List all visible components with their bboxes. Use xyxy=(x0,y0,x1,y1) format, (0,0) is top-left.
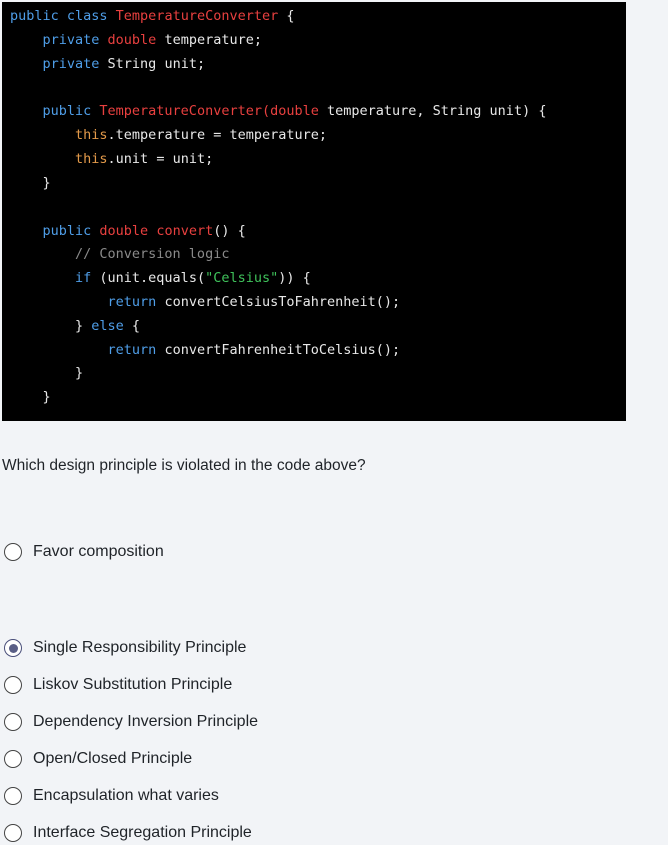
code-line: private double temperature; xyxy=(10,30,263,50)
code-token: .unit = unit; xyxy=(107,151,214,167)
radio-button[interactable] xyxy=(4,750,22,768)
code-token: } xyxy=(10,365,84,381)
code-line: return convertFahrenheitToCelsius(); xyxy=(10,340,401,360)
code-token: } xyxy=(10,318,92,334)
code-line: this.unit = unit; xyxy=(10,149,213,169)
code-line: } xyxy=(10,173,51,193)
code-token: () { xyxy=(213,223,246,239)
code-token: double xyxy=(270,103,319,119)
radio-button[interactable] xyxy=(4,676,22,694)
answer-option[interactable]: Open/Closed Principle xyxy=(4,747,192,771)
answer-option[interactable]: Favor composition xyxy=(4,540,164,564)
code-token: // Conversion logic xyxy=(10,246,230,262)
option-label: Encapsulation what varies xyxy=(33,787,219,804)
option-label: Single Responsibility Principle xyxy=(33,639,247,656)
answer-option[interactable]: Single Responsibility Principle xyxy=(4,636,246,660)
radio-dot-icon xyxy=(8,643,18,653)
code-token: else xyxy=(91,318,124,334)
option-label: Favor composition xyxy=(33,543,164,560)
code-line: public TemperatureConverter(double tempe… xyxy=(10,101,547,121)
code-token: .temperature = temperature; xyxy=(107,127,327,143)
answer-option[interactable]: Dependency Inversion Principle xyxy=(4,710,258,734)
code-token: return xyxy=(10,294,157,310)
code-token: TemperatureConverter xyxy=(115,8,279,24)
code-token: convertCelsiusToFahrenheit(); xyxy=(156,294,401,310)
option-label: Dependency Inversion Principle xyxy=(33,713,259,730)
code-token: } xyxy=(10,175,51,191)
code-token: convert xyxy=(156,223,214,239)
option-label: Open/Closed Principle xyxy=(33,750,193,767)
code-block: public class TemperatureConverter { priv… xyxy=(2,2,626,421)
code-token: } xyxy=(10,389,51,405)
code-line: } xyxy=(10,387,51,407)
code-token: String unit; xyxy=(107,56,206,72)
question-text: Which design principle is violated in th… xyxy=(2,457,366,474)
code-token: this xyxy=(10,151,108,167)
code-token: convertFahrenheitToCelsius(); xyxy=(156,342,401,358)
radio-button[interactable] xyxy=(4,824,22,842)
radio-button[interactable] xyxy=(4,713,22,731)
code-line: public double convert() { xyxy=(10,221,246,241)
code-token: public xyxy=(10,223,100,239)
answer-option[interactable]: Encapsulation what varies xyxy=(4,784,219,808)
answer-option[interactable]: Liskov Substitution Principle xyxy=(4,673,232,697)
code-token: TemperatureConverter( xyxy=(99,103,271,119)
code-token: private xyxy=(10,32,108,48)
option-label: Interface Segregation Principle xyxy=(33,824,252,841)
code-line: if (unit.equals("Celsius")) { xyxy=(10,268,311,288)
code-token: temperature, String unit) { xyxy=(318,103,547,119)
code-token: double xyxy=(107,32,157,48)
radio-button[interactable] xyxy=(4,787,22,805)
code-line: // Conversion logic xyxy=(10,244,229,264)
code-line: return convertCelsiusToFahrenheit(); xyxy=(10,292,401,312)
radio-button[interactable] xyxy=(4,543,22,561)
answer-option[interactable]: Interface Segregation Principle xyxy=(4,821,252,845)
code-line: this.temperature = temperature; xyxy=(10,125,327,145)
code-token: this xyxy=(10,127,108,143)
code-token: private xyxy=(10,56,108,72)
code-line: } xyxy=(10,363,83,383)
code-token: double xyxy=(99,223,149,239)
code-token: public class xyxy=(10,8,116,24)
code-line: private String unit; xyxy=(10,54,206,74)
code-token: return xyxy=(10,342,157,358)
code-line: public class TemperatureConverter { xyxy=(10,6,295,26)
code-token: temperature; xyxy=(156,32,262,48)
code-token: (unit.equals( xyxy=(91,270,206,286)
radio-button-checked[interactable] xyxy=(4,639,22,657)
code-token: "Celsius" xyxy=(205,270,279,286)
code-token: { xyxy=(278,8,295,24)
code-token: if xyxy=(10,270,92,286)
code-token: )) { xyxy=(278,270,311,286)
code-token: public xyxy=(10,103,100,119)
option-label: Liskov Substitution Principle xyxy=(33,676,233,693)
code-line: } else { xyxy=(10,316,140,336)
code-token: { xyxy=(123,318,141,334)
